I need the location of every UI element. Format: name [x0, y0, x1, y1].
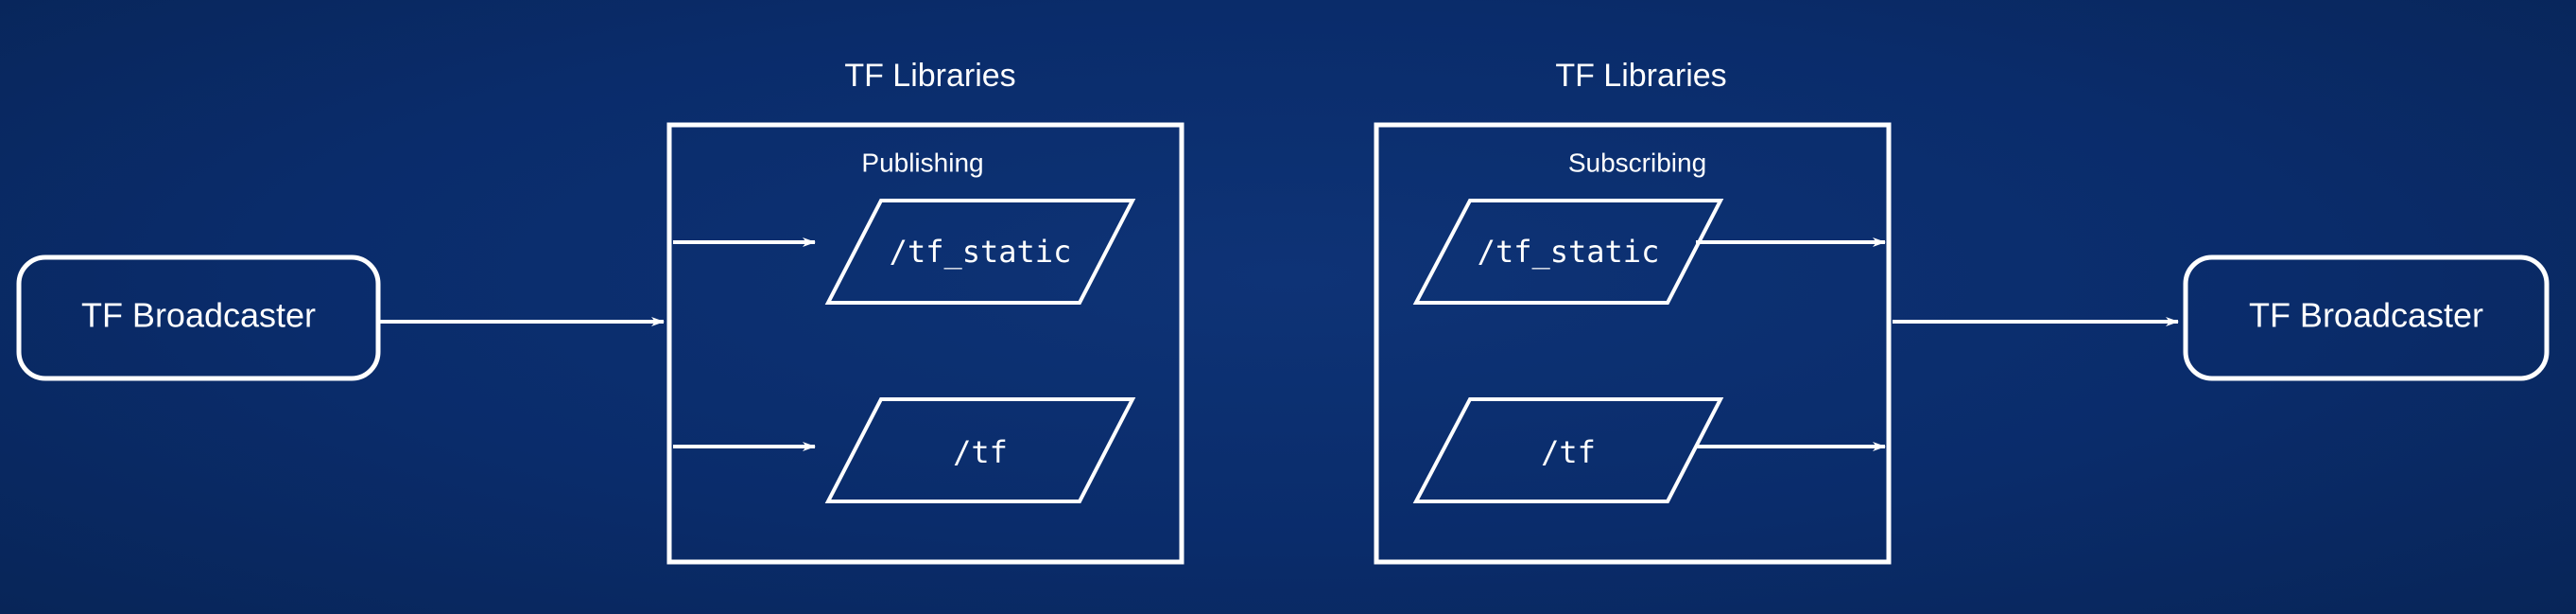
- left-broadcaster-node: TF Broadcaster: [16, 254, 381, 381]
- subscribing-subtitle: Subscribing: [1568, 148, 1706, 177]
- tf-static-publish-label: /tf_static: [890, 234, 1072, 270]
- tf-static-publish-topic: /tf_static: [824, 199, 1136, 305]
- subscribing-box: TF Libraries Subscribing /tf_static /tf: [1374, 58, 1892, 565]
- tf-publish-topic: /tf: [824, 397, 1136, 503]
- tf-static-subscribe-topic: /tf_static: [1412, 199, 1724, 305]
- left-broadcaster-label: TF Broadcaster: [81, 296, 316, 335]
- right-broadcaster-label: TF Broadcaster: [2249, 296, 2483, 335]
- tf-subscribe-label: /tf: [1541, 434, 1596, 470]
- publishing-box: TF Libraries Publishing /tf_static /tf: [666, 58, 1184, 565]
- publishing-box-title: TF Libraries: [844, 58, 1015, 94]
- tf-publish-label: /tf: [953, 434, 1008, 470]
- tf-static-subscribe-label: /tf_static: [1478, 234, 1660, 270]
- publishing-subtitle: Publishing: [861, 148, 983, 177]
- right-broadcaster-node: TF Broadcaster: [2183, 254, 2550, 381]
- subscribing-box-title: TF Libraries: [1555, 58, 1726, 94]
- tf-subscribe-topic: /tf: [1412, 397, 1724, 503]
